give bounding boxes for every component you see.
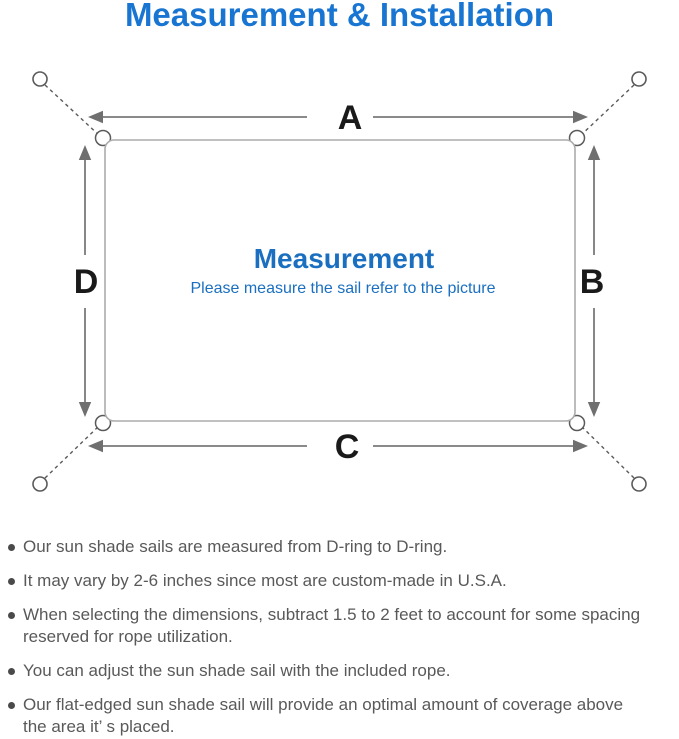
note-line: Our sun shade sails are measured from D-… bbox=[23, 537, 448, 556]
rope-top-right bbox=[578, 84, 635, 138]
diagram-center-title: Measurement bbox=[254, 243, 435, 274]
list-item: Our flat-edged sun shade sail will provi… bbox=[8, 694, 673, 738]
arrowhead-c-right bbox=[573, 439, 588, 453]
bullet-icon bbox=[8, 702, 15, 709]
d-ring-bottom-right bbox=[568, 414, 586, 432]
bullet-icon bbox=[8, 578, 15, 585]
rope-bottom-right bbox=[578, 423, 635, 479]
note-text: When selecting the dimensions, subtract … bbox=[23, 604, 640, 648]
note-line: the area it’ s placed. bbox=[23, 717, 175, 736]
page-title: Measurement & Installation bbox=[124, 0, 555, 33]
measurement-diagram: A C D B Measurement Please measure the s… bbox=[0, 55, 679, 515]
anchor-point-bottom-right bbox=[631, 476, 647, 492]
d-ring-top-left bbox=[94, 129, 112, 147]
rope-top-left bbox=[44, 84, 102, 138]
notes-list: Our sun shade sails are measured from D-… bbox=[8, 536, 673, 739]
list-item: You can adjust the sun shade sail with t… bbox=[8, 660, 673, 682]
list-item: Our sun shade sails are measured from D-… bbox=[8, 536, 673, 558]
arrowhead-a-left bbox=[88, 110, 103, 124]
arrowhead-b-down bbox=[587, 402, 601, 417]
anchor-point-top-left bbox=[32, 71, 48, 87]
note-line: You can adjust the sun shade sail with t… bbox=[23, 661, 451, 680]
d-ring-top-right bbox=[568, 129, 586, 147]
note-line: reserved for rope utilization. bbox=[23, 627, 233, 646]
note-line: Our flat-edged sun shade sail will provi… bbox=[23, 695, 624, 714]
list-item: When selecting the dimensions, subtract … bbox=[8, 604, 673, 648]
note-text: It may vary by 2-6 inches since most are… bbox=[23, 570, 507, 592]
arrowhead-d-down bbox=[78, 402, 92, 417]
measurement-diagram-svg: A C D B Measurement Please measure the s… bbox=[32, 71, 647, 492]
note-text: Our flat-edged sun shade sail will provi… bbox=[23, 694, 623, 738]
arrowhead-a-right bbox=[573, 110, 588, 124]
rope-bottom-left bbox=[44, 423, 102, 479]
dim-label-b: B bbox=[580, 263, 605, 301]
dim-label-c: C bbox=[335, 428, 360, 466]
note-line: It may vary by 2-6 inches since most are… bbox=[23, 571, 507, 590]
bullet-icon bbox=[8, 544, 15, 551]
bullet-icon bbox=[8, 612, 15, 619]
arrowhead-b-up bbox=[587, 145, 601, 160]
note-text: Our sun shade sails are measured from D-… bbox=[23, 536, 447, 558]
diagram-center-subtitle: Please measure the sail refer to the pic… bbox=[190, 280, 495, 297]
note-line: When selecting the dimensions, subtract … bbox=[23, 605, 641, 624]
list-item: It may vary by 2-6 inches since most are… bbox=[8, 570, 673, 592]
dim-label-a: A bbox=[338, 99, 363, 137]
anchor-point-top-right bbox=[631, 71, 647, 87]
note-text: You can adjust the sun shade sail with t… bbox=[23, 660, 451, 682]
arrowhead-d-up bbox=[78, 145, 92, 160]
arrowhead-c-left bbox=[88, 439, 103, 453]
sail-outline bbox=[104, 139, 576, 422]
anchor-point-bottom-left bbox=[32, 476, 48, 492]
d-ring-bottom-left bbox=[94, 414, 112, 432]
dim-label-d: D bbox=[74, 263, 99, 301]
bullet-icon bbox=[8, 668, 15, 675]
